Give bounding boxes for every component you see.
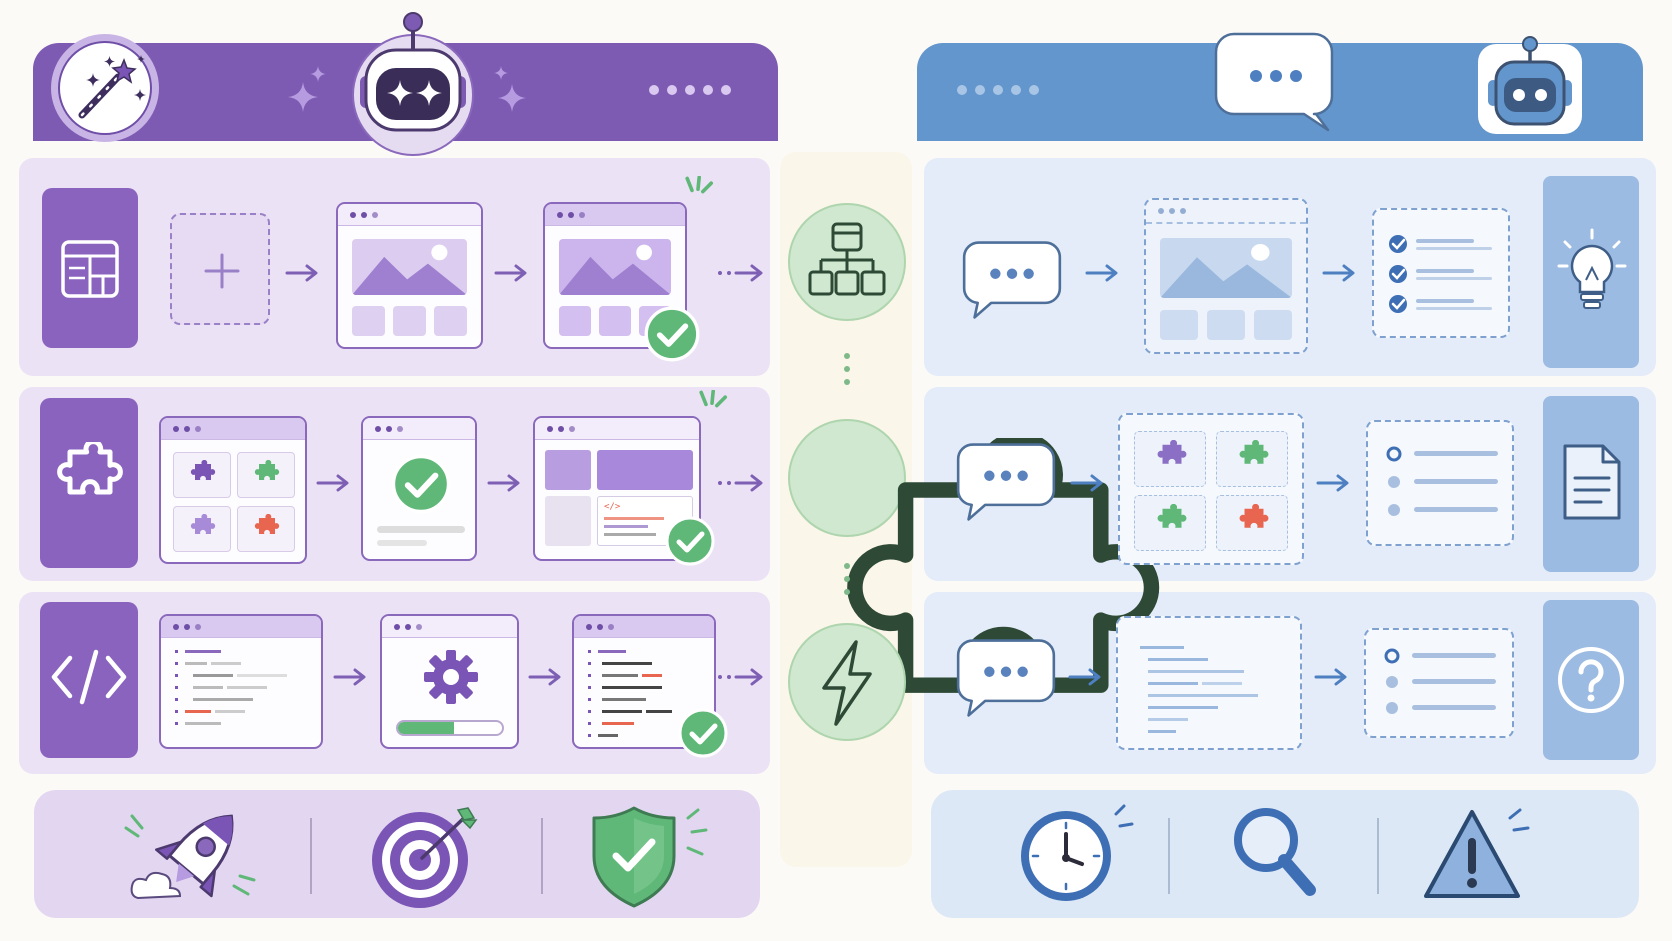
lightbulb-icon <box>1557 228 1627 309</box>
dotted-arrow-connector <box>716 473 766 493</box>
puzzle-icon <box>1153 504 1191 542</box>
arrow-connector <box>1316 473 1352 493</box>
hierarchy-node[interactable] <box>786 200 908 324</box>
arrow-connector <box>1085 263 1121 283</box>
puzzle-icon <box>1235 440 1273 478</box>
dotted-connector <box>844 563 850 595</box>
arrow-connector <box>494 263 530 283</box>
dotted-arrow-connector <box>716 667 766 687</box>
puzzle-icon <box>187 514 219 546</box>
lightning-icon <box>788 623 906 741</box>
clock-icon <box>1016 804 1136 904</box>
option-list-icon <box>1384 648 1496 714</box>
plus-icon <box>204 253 240 289</box>
code-lines <box>588 650 672 737</box>
sparkle-icon <box>494 66 534 116</box>
arrow-connector <box>333 667 369 687</box>
arrow-connector <box>285 263 321 283</box>
svg-text:</>: </> <box>604 502 621 512</box>
checklist-box[interactable] <box>1372 208 1510 338</box>
image-icon <box>1160 244 1292 298</box>
lightning-node[interactable] <box>786 620 908 744</box>
layout-tile[interactable] <box>42 188 138 348</box>
puzzle-icon <box>187 460 219 492</box>
code-tile[interactable] <box>40 602 138 758</box>
check-badge-icon <box>644 306 700 362</box>
gear-icon <box>424 650 478 704</box>
arrow-connector <box>316 473 352 493</box>
code-lines <box>1140 646 1258 733</box>
chat-bubble-icon[interactable] <box>960 238 1064 322</box>
option-list-icon <box>1386 446 1498 516</box>
check-circle-icon <box>391 454 451 514</box>
option-list-box[interactable] <box>1366 420 1514 546</box>
code-snippet: </> <box>604 502 664 536</box>
question-icon <box>1558 647 1624 713</box>
dashed-puzzle-grid[interactable] <box>1118 413 1304 565</box>
divider <box>310 818 312 894</box>
question-tile[interactable] <box>1543 600 1639 760</box>
dotted-connector <box>844 353 850 385</box>
chat-bubble-icon[interactable] <box>954 440 1058 524</box>
sparkle-burst-icon <box>680 176 716 212</box>
sparkle-burst-icon <box>694 390 730 426</box>
more-dots-icon[interactable] <box>956 84 1048 96</box>
checklist-icon <box>1389 235 1492 313</box>
document-tile[interactable] <box>1543 396 1639 572</box>
puzzle-icon <box>251 460 283 492</box>
code-lines <box>175 650 287 725</box>
dotted-arrow-connector <box>716 263 766 283</box>
more-dots-icon[interactable] <box>648 84 740 96</box>
arrow-connector <box>1314 667 1350 687</box>
hierarchy-icon <box>788 203 906 321</box>
puzzle-icon <box>251 514 283 546</box>
gear-progress-window[interactable] <box>380 614 519 749</box>
check-window[interactable] <box>361 416 477 561</box>
document-icon <box>1563 444 1621 520</box>
code-window[interactable] <box>159 614 323 749</box>
layout-grid-icon <box>61 240 119 298</box>
robot-icon[interactable] <box>338 10 488 158</box>
target-icon <box>370 802 480 912</box>
speech-bubble-icon[interactable] <box>1212 30 1336 134</box>
lightbulb-tile[interactable] <box>1543 176 1639 368</box>
warning-icon <box>1422 808 1534 908</box>
progress-bar <box>396 720 504 736</box>
check-badge-icon <box>665 516 715 566</box>
option-list-box[interactable] <box>1364 628 1514 738</box>
arrow-connector <box>1068 667 1104 687</box>
check-badge-icon <box>678 708 728 758</box>
chat-bubble-icon[interactable] <box>954 636 1058 720</box>
puzzle-grid-window[interactable] <box>159 416 307 564</box>
code-layout-window[interactable]: </> <box>533 416 701 561</box>
puzzle-node[interactable] <box>786 416 908 540</box>
arrow-connector <box>1070 473 1106 493</box>
divider <box>1377 818 1379 894</box>
puzzle-icon <box>1235 504 1273 542</box>
arrow-connector <box>528 667 564 687</box>
dashed-code-box[interactable] <box>1116 616 1302 750</box>
sparkle-icon <box>288 66 338 116</box>
robot-icon[interactable] <box>1474 36 1586 138</box>
arrow-connector <box>1322 263 1358 283</box>
shield-check-icon <box>590 804 716 910</box>
code-icon <box>51 649 127 705</box>
image-layout-window[interactable] <box>336 202 483 349</box>
image-icon <box>352 239 467 295</box>
arrow-connector <box>487 473 523 493</box>
magic-wand-icon[interactable] <box>48 31 162 145</box>
puzzle-tile[interactable] <box>40 398 138 568</box>
add-placeholder[interactable] <box>170 213 270 325</box>
puzzle-icon <box>1153 440 1191 478</box>
rocket-icon <box>118 800 264 910</box>
dashed-image-window[interactable] <box>1144 198 1308 354</box>
puzzle-icon <box>50 442 130 522</box>
magnifier-icon <box>1232 806 1318 906</box>
divider <box>1168 818 1170 894</box>
image-icon <box>559 239 671 295</box>
divider <box>541 818 543 894</box>
